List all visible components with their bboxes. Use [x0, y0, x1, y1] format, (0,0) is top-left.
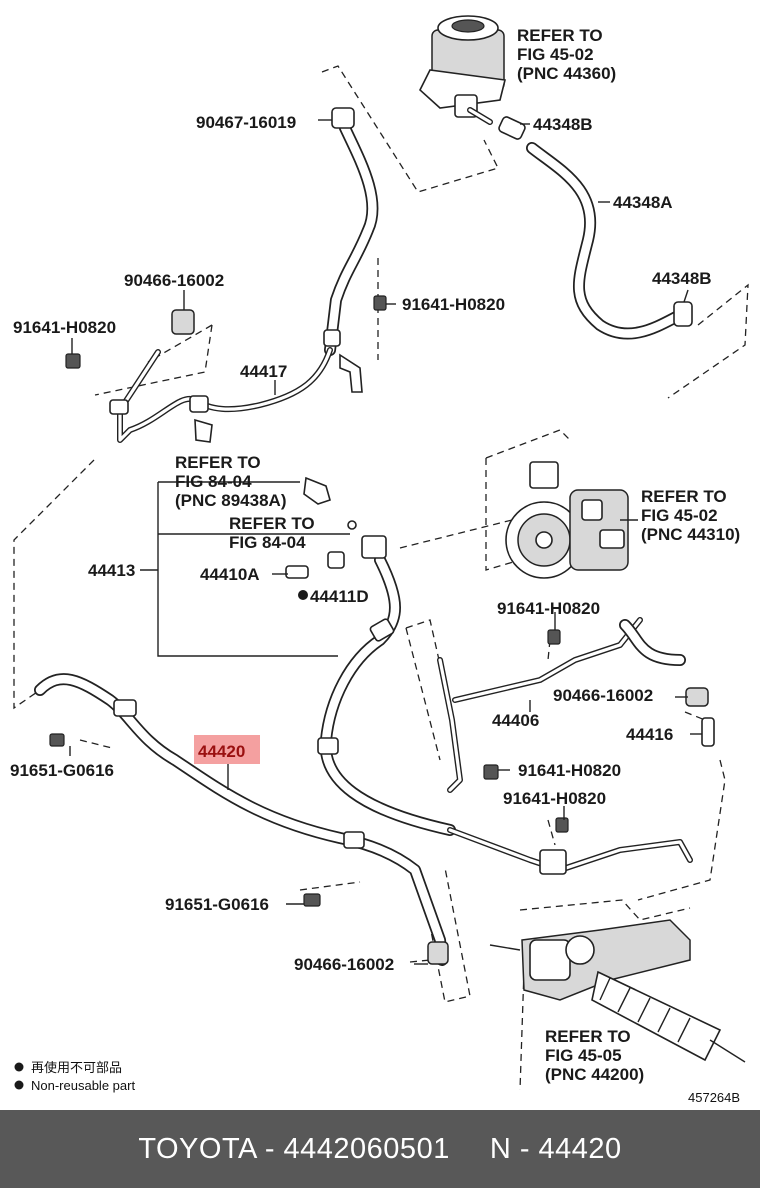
label-44411d: 44411D [310, 587, 369, 606]
label-refer-switch2-1: REFER TO [229, 514, 315, 533]
return-hose-44417 [65, 107, 387, 443]
label-44406: 44406 [492, 711, 539, 730]
label-91651-g0616-bottom: 91651-G0616 [165, 895, 269, 914]
label-91641-h0820-right3: 91641-H0820 [503, 789, 606, 808]
label-90466-16002-bottom: 90466-16002 [294, 955, 394, 974]
label-91641-h0820-left: 91641-H0820 [13, 318, 116, 337]
footer-bar: TOYOTA - 4442060501 N - 44420 [0, 1110, 760, 1188]
pressure-pipe [447, 817, 693, 875]
label-refer-reservoir-1: REFER TO [517, 26, 603, 45]
diagram-id: 457264B [688, 1090, 740, 1105]
label-refer-gear-3: (PNC 44200) [545, 1065, 644, 1084]
return-tube-44406 [437, 617, 715, 793]
label-refer-pump-3: (PNC 44310) [641, 525, 740, 544]
label-refer-gear-2: FIG 45-05 [545, 1046, 622, 1065]
label-44410a: 44410A [200, 565, 260, 584]
label-44348a: 44348A [613, 193, 673, 212]
power-steering-pump [505, 461, 629, 579]
parts-diagram: REFER TO FIG 45-02 (PNC 44360) 90467-160… [10, 15, 749, 1105]
label-refer-switch-2: FIG 84-04 [175, 472, 252, 491]
reservoir [419, 15, 506, 125]
label-refer-switch-3: (PNC 89438A) [175, 491, 287, 510]
hose-44348a [498, 116, 693, 340]
label-90466-16002-top: 90466-16002 [124, 271, 224, 290]
label-refer-pump-1: REFER TO [641, 487, 727, 506]
legend-dot-icon-en [14, 1080, 24, 1090]
highlight-box [194, 735, 260, 764]
label-91641-h0820-right1: 91641-H0820 [497, 599, 600, 618]
legend-text-jp: 再使用不可部品 [31, 1060, 122, 1075]
label-91641-h0820-right2: 91641-H0820 [518, 761, 621, 780]
pressure-hose-44413 [285, 476, 456, 836]
label-refer-switch2-2: FIG 84-04 [229, 533, 306, 552]
label-44348b-mid: 44348B [652, 269, 712, 288]
footer-part-number: TOYOTA - 4442060501 [138, 1132, 450, 1165]
legend-text-en: Non-reusable part [31, 1078, 135, 1093]
label-91641-h0820-mid: 91641-H0820 [402, 295, 505, 314]
label-44420-highlighted: 44420 [198, 742, 245, 761]
label-44417: 44417 [240, 362, 287, 381]
label-refer-switch-1: REFER TO [175, 453, 261, 472]
label-90466-16002-right: 90466-16002 [553, 686, 653, 705]
label-90467-16019: 90467-16019 [196, 113, 296, 132]
legend: 再使用不可部品 Non-reusable part 457264B [14, 1060, 740, 1105]
non-reusable-dot-icon [298, 590, 308, 600]
hose-44420 [34, 673, 449, 966]
steering-gear [489, 919, 746, 1063]
footer-pnc: N - 44420 [489, 1132, 622, 1165]
label-refer-reservoir-3: (PNC 44360) [517, 64, 616, 83]
label-44416: 44416 [626, 725, 673, 744]
label-refer-pump-2: FIG 45-02 [641, 506, 718, 525]
label-44413: 44413 [88, 561, 135, 580]
label-refer-gear-1: REFER TO [545, 1027, 631, 1046]
label-refer-reservoir-2: FIG 45-02 [517, 45, 594, 64]
leader-lines [69, 119, 702, 965]
label-91651-g0616-left: 91651-G0616 [10, 761, 114, 780]
legend-dot-icon-jp [14, 1062, 24, 1072]
part-labels: REFER TO FIG 45-02 (PNC 44360) 90467-160… [10, 26, 740, 1084]
label-44348b-top: 44348B [533, 115, 593, 134]
